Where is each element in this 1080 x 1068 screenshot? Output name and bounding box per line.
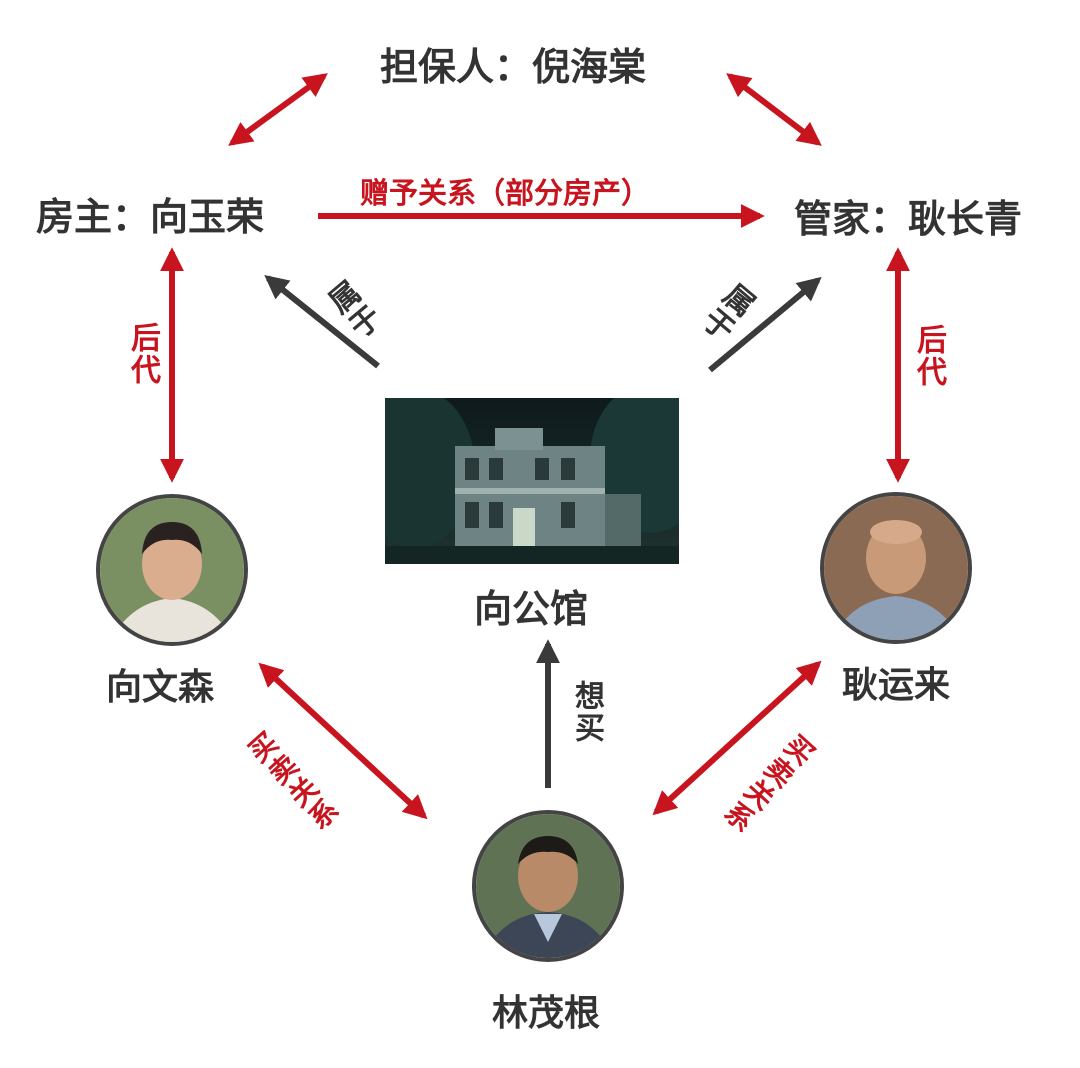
descendant-right-label: 后代 (911, 324, 946, 388)
lin-maogen-label: 林茂根 (492, 992, 601, 1034)
steward-label: 管家：耿长青 (794, 196, 1023, 241)
trade-left-arrow (258, 662, 428, 820)
xiang-wensen-portrait (96, 494, 248, 646)
owner-label: 房主：向玉荣 (36, 194, 265, 239)
geng-yunlai-portrait (820, 492, 972, 644)
guarantor-steward-arrow (726, 73, 822, 146)
belongs-right-arrow (708, 276, 822, 373)
mansion-label: 向公馆 (474, 586, 589, 631)
guarantor-label: 担保人：倪海棠 (380, 44, 647, 89)
belongs-left-arrow (264, 275, 380, 369)
wants-to-buy-label: 想买 (569, 680, 604, 744)
descendant-left-label: 后代 (125, 322, 160, 386)
trade-right-arrow (652, 660, 822, 816)
gift-relation-label: 赠予关系（部分房产） (360, 176, 651, 210)
geng-yunlai-label: 耿运来 (842, 664, 951, 706)
mansion-photo (385, 398, 679, 564)
guarantor-owner-arrow (228, 73, 328, 146)
xiang-wensen-label: 向文森 (106, 666, 215, 708)
lin-maogen-portrait (472, 810, 624, 962)
